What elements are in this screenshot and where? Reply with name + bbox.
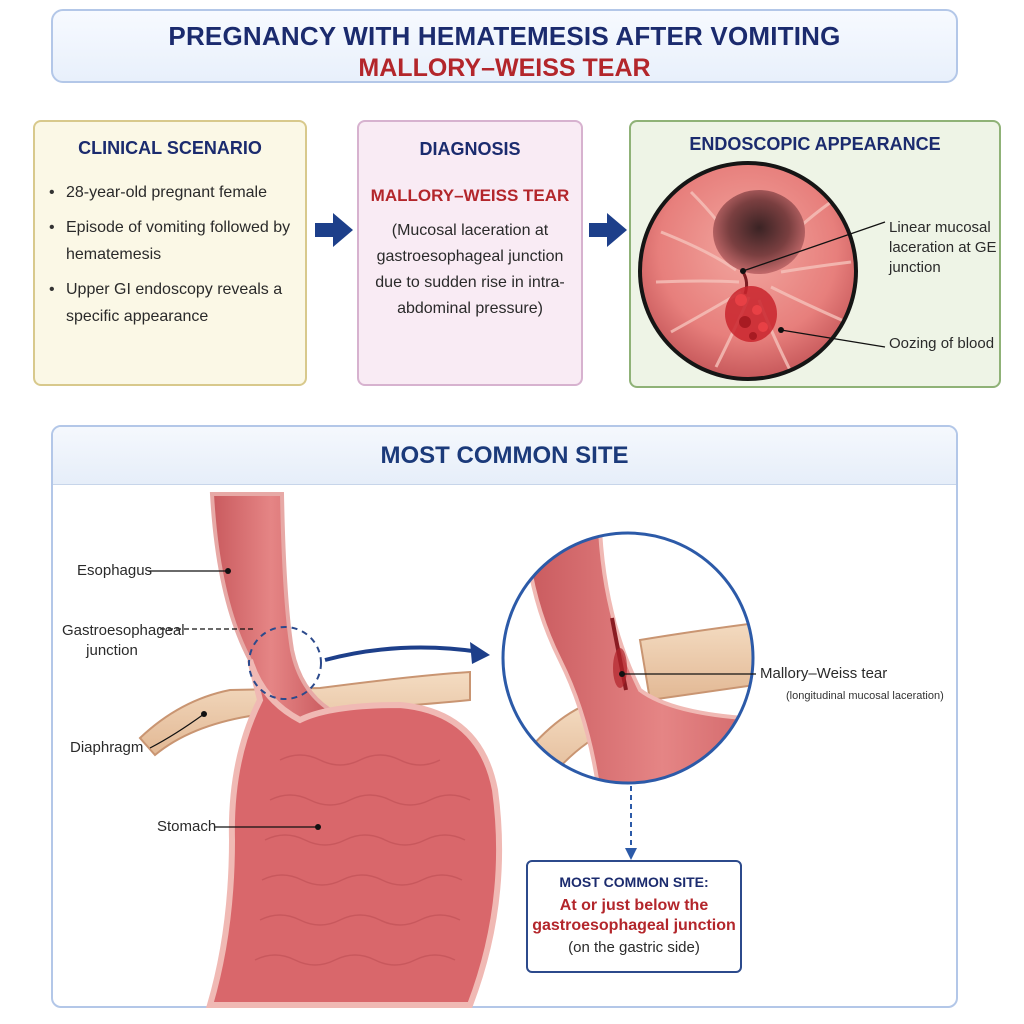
callout-note: (on the gastric side) — [568, 939, 700, 956]
bleeding-area — [725, 286, 777, 342]
most-common-site-callout: MOST COMMON SITE: At or just below the g… — [526, 860, 742, 973]
diaphragm-label: Diaphragm — [70, 739, 144, 756]
endoscopy-illustration — [638, 161, 886, 381]
clinical-scenario-title: CLINICAL SCENARIO — [78, 138, 262, 158]
endoscopic-title: ENDOSCOPIC APPEARANCE — [689, 134, 941, 154]
arrow-right-icon — [589, 213, 627, 247]
laceration-label: Linear mucosal laceration at GE junction — [889, 219, 997, 276]
list-item: Upper GI endoscopy reveals a specific ap… — [49, 276, 305, 330]
arrow-down-icon — [625, 848, 637, 860]
ge-junction-highlight — [248, 626, 322, 700]
diagnosis-card: DIAGNOSIS MALLORY–WEISS TEAR (Mucosal la… — [357, 120, 583, 386]
stomach-label: Stomach — [157, 818, 217, 835]
endoscopic-appearance-card: ENDOSCOPIC APPEARANCE — [629, 120, 1001, 388]
ge-junction-label: Gastroesophageal junction — [62, 622, 185, 659]
zoom-connector — [324, 645, 481, 662]
list-item: Episode of vomiting followed by hemateme… — [49, 214, 305, 268]
page-subtitle: MALLORY–WEISS TEAR — [358, 54, 651, 82]
page-title: PREGNANCY WITH HEMATEMESIS AFTER VOMITIN… — [168, 21, 841, 51]
clinical-list: 28-year-old pregnant female Episode of v… — [49, 179, 305, 330]
arrow-right-icon — [470, 642, 490, 664]
callout-site: At or just below the gastroesophageal ju… — [532, 897, 736, 934]
tear-label: Mallory–Weiss tear — [760, 665, 888, 682]
oozing-label: Oozing of blood — [889, 335, 995, 352]
arrow-right-icon — [315, 213, 353, 247]
zoomed-view — [501, 531, 755, 785]
list-item: 28-year-old pregnant female — [49, 179, 305, 206]
stomach — [205, 659, 503, 1008]
clinical-scenario-card: CLINICAL SCENARIO 28-year-old pregnant f… — [33, 120, 307, 386]
esophagus-label: Esophagus — [77, 562, 153, 579]
tear-note-label: (longitudinal mucosal laceration) — [786, 690, 944, 702]
diagnosis-title: DIAGNOSIS — [419, 139, 521, 159]
site-header: MOST COMMON SITE — [53, 427, 956, 485]
lumen — [713, 190, 805, 274]
diaphragm — [138, 670, 471, 757]
callout-title: MOST COMMON SITE: — [559, 874, 709, 890]
site-title: MOST COMMON SITE — [380, 442, 629, 469]
diagnosis-description: (Mucosal laceration at gastroesophageal … — [375, 222, 565, 317]
title-banner: PREGNANCY WITH HEMATEMESIS AFTER VOMITIN… — [51, 9, 958, 83]
diagnosis-name: MALLORY–WEISS TEAR — [370, 186, 570, 205]
